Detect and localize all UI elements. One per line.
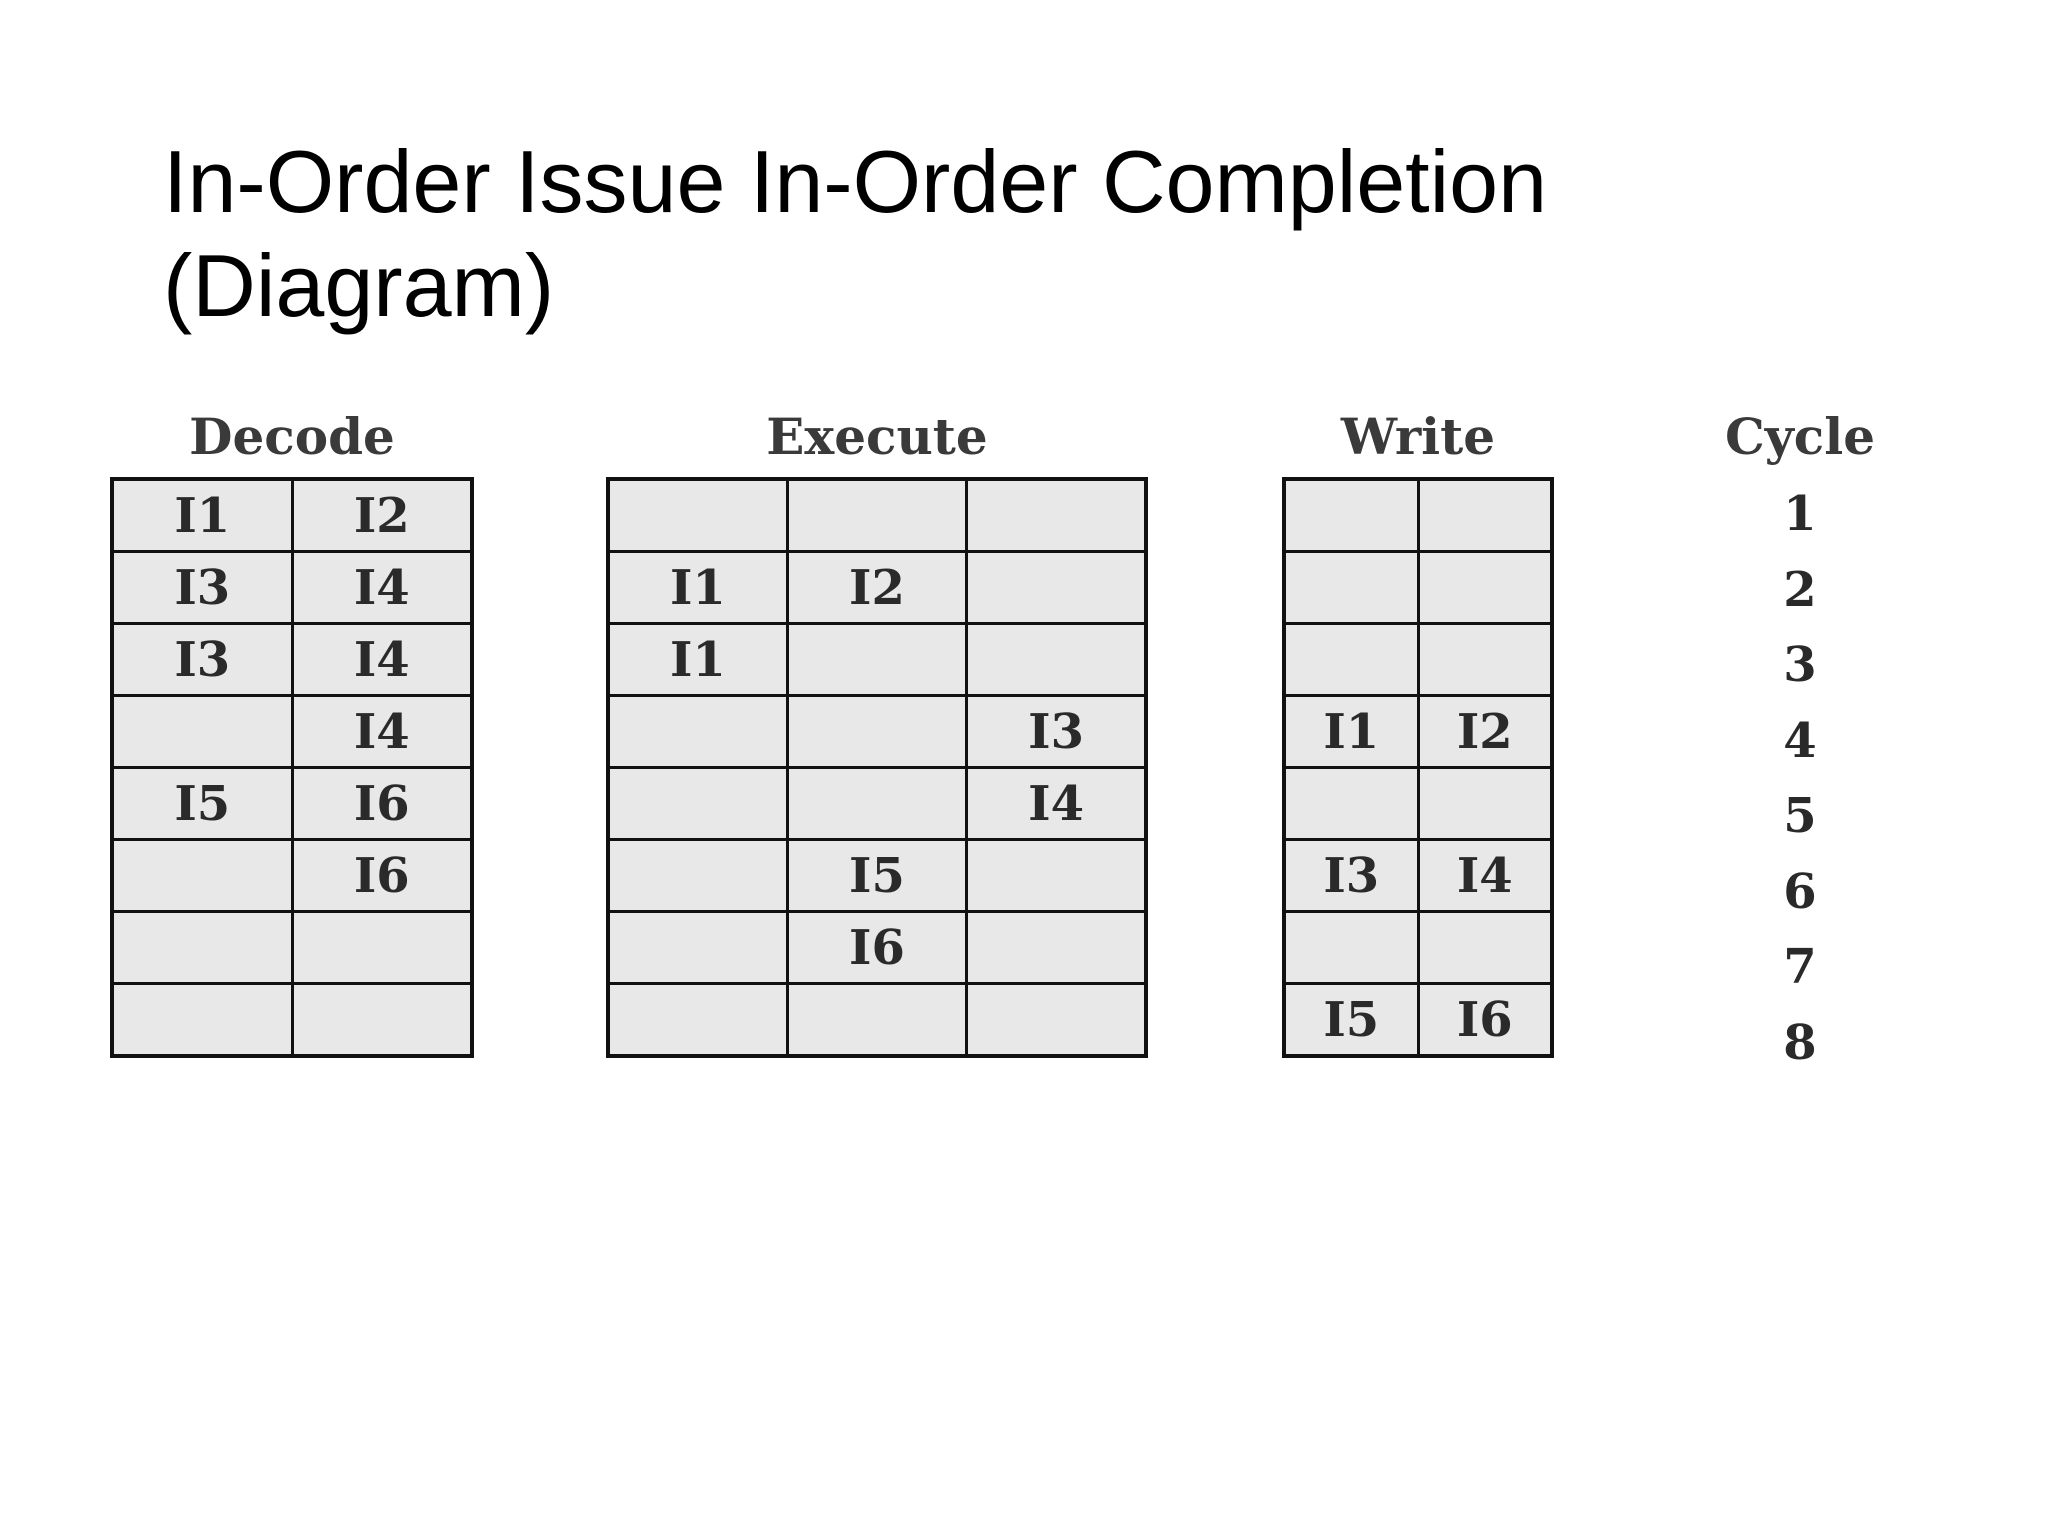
execute-cell: I1	[606, 550, 789, 625]
decode-row-7	[110, 910, 474, 985]
execute-cell: I2	[785, 550, 969, 625]
execute-cell	[965, 477, 1148, 553]
cycle-list: 1 2 3 4 5 6 7 8	[1720, 477, 1880, 1081]
write-row-5	[1282, 766, 1554, 841]
write-row-1	[1282, 477, 1554, 553]
decode-cell	[110, 910, 294, 985]
execute-cell	[965, 622, 1148, 697]
cycle-number: 1	[1783, 486, 1817, 542]
execute-row-4: I3	[606, 694, 1148, 769]
execute-cell	[606, 910, 789, 985]
execute-cell	[965, 910, 1148, 985]
cycle-number: 7	[1783, 939, 1817, 995]
cycle-number: 4	[1783, 712, 1817, 769]
execute-row-7: I6	[606, 910, 1148, 985]
write-row-3	[1282, 622, 1554, 697]
write-cell	[1416, 550, 1554, 625]
write-cell: I6	[1416, 982, 1554, 1058]
decode-cell	[110, 694, 294, 769]
write-cell	[1282, 910, 1420, 985]
execute-cell	[785, 766, 969, 841]
cycle-number: 2	[1783, 561, 1817, 618]
write-cell: I3	[1282, 838, 1420, 913]
decode-cell	[110, 838, 294, 913]
decode-row-8	[110, 982, 474, 1058]
write-row-7	[1282, 910, 1554, 985]
execute-row-5: I4	[606, 766, 1148, 841]
execute-cell: I3	[965, 694, 1148, 769]
execute-cell	[606, 477, 789, 553]
decode-cell: I4	[290, 550, 474, 625]
execute-row-8	[606, 982, 1148, 1058]
execute-cell	[965, 838, 1148, 913]
execute-cell	[785, 622, 969, 697]
decode-cell: I1	[110, 477, 294, 553]
cycle-number: 5	[1783, 788, 1817, 844]
execute-row-6: I5	[606, 838, 1148, 913]
decode-cell: I5	[110, 766, 294, 841]
execute-cell	[606, 694, 789, 769]
execute-cell	[965, 982, 1148, 1058]
decode-cell: I2	[290, 477, 474, 553]
execute-row-1	[606, 477, 1148, 553]
write-cell: I2	[1416, 694, 1554, 769]
decode-cell	[290, 910, 474, 985]
write-cell: I1	[1282, 694, 1420, 769]
write-cell: I4	[1416, 838, 1554, 913]
decode-header: Decode	[189, 407, 395, 466]
write-cell	[1282, 550, 1420, 625]
decode-cell: I3	[110, 550, 294, 625]
write-cell	[1282, 766, 1420, 841]
write-cell	[1416, 910, 1554, 985]
write-cell	[1282, 477, 1420, 553]
cycle-number: 8	[1783, 1014, 1817, 1071]
decode-cell: I6	[290, 838, 474, 913]
write-cell: I5	[1282, 982, 1420, 1058]
cycle-number: 6	[1783, 863, 1817, 920]
cycle-header: Cycle	[1724, 407, 1876, 466]
write-row-2	[1282, 550, 1554, 625]
write-cell	[1416, 622, 1554, 697]
write-header: Write	[1340, 407, 1496, 466]
execute-cell: I6	[785, 910, 969, 985]
execute-cell: I5	[785, 838, 969, 913]
slide-title-line-2: (Diagram)	[163, 236, 555, 335]
slide-title: In-Order Issue In-Order Completion (Diag…	[163, 130, 1943, 338]
execute-cell	[785, 694, 969, 769]
execute-cell	[606, 766, 789, 841]
decode-cell	[290, 982, 474, 1058]
slide-title-line-1: In-Order Issue In-Order Completion	[163, 132, 1548, 231]
execute-cell	[785, 477, 969, 553]
decode-cell: I4	[290, 622, 474, 697]
decode-cell: I6	[290, 766, 474, 841]
execute-cell	[606, 838, 789, 913]
execute-cell	[785, 982, 969, 1058]
execute-cell: I1	[606, 622, 789, 697]
execute-header: Execute	[766, 407, 988, 466]
write-cell	[1416, 477, 1554, 553]
write-cell	[1416, 766, 1554, 841]
decode-cell	[110, 982, 294, 1058]
execute-cell	[965, 550, 1148, 625]
decode-row-4: I4	[110, 694, 474, 769]
decode-cell: I4	[290, 694, 474, 769]
decode-cell: I3	[110, 622, 294, 697]
write-cell	[1282, 622, 1420, 697]
execute-row-3: I1	[606, 622, 1148, 697]
decode-row-6: I6	[110, 838, 474, 913]
execute-cell: I4	[965, 766, 1148, 841]
cycle-number: 3	[1783, 637, 1817, 693]
execute-cell	[606, 982, 789, 1058]
